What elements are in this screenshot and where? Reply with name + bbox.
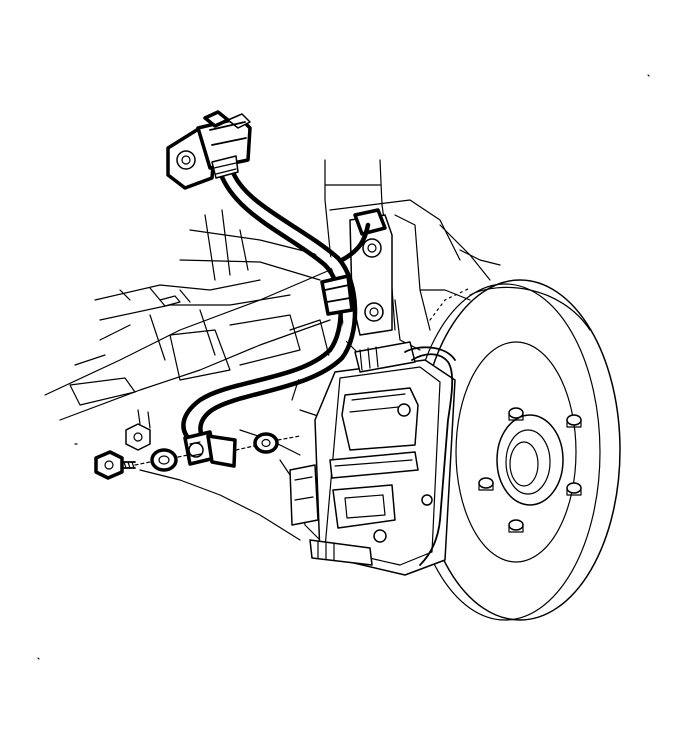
stray-mark <box>647 74 650 77</box>
banjo-bolt <box>94 450 136 480</box>
brake-caliper <box>289 341 456 576</box>
brake-hose <box>181 167 371 445</box>
hose-bracket-fitting <box>166 110 252 190</box>
wheel-stud <box>508 407 524 421</box>
wheel-stud <box>508 519 524 533</box>
banjo-fitting <box>183 430 237 468</box>
stabilizer-link-nut <box>125 409 151 451</box>
sealing-washer <box>253 432 279 454</box>
alignment-leader <box>134 435 301 466</box>
wheel-stud <box>566 482 582 496</box>
wheel-stud <box>566 414 582 428</box>
sealing-washer <box>150 448 178 472</box>
wheel-hub <box>478 407 582 533</box>
stray-mark <box>37 657 40 660</box>
wheel-stud <box>478 477 494 491</box>
